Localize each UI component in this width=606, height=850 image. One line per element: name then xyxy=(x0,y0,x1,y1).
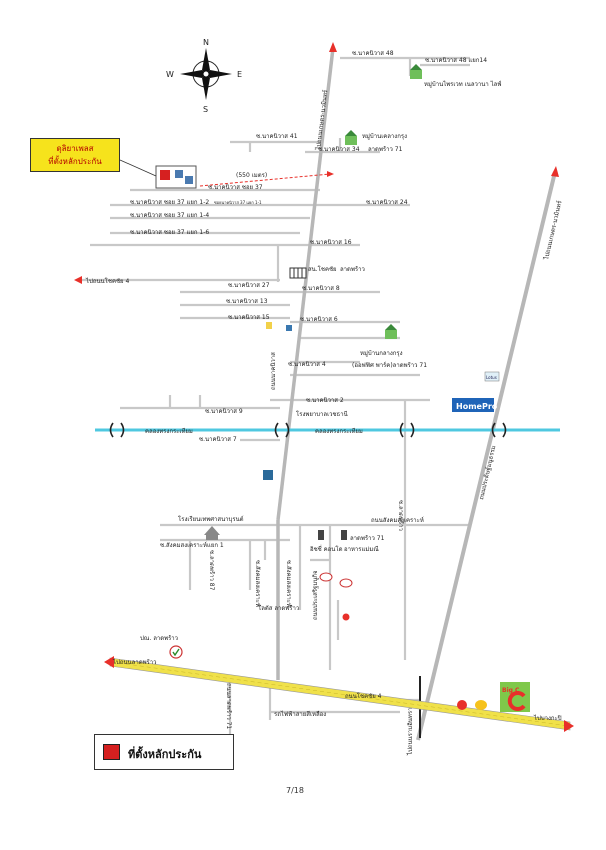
legend-swatch xyxy=(103,744,120,760)
label-soi37-1-4: ซ.นาคนิวาส ซอย 37 แยก 1-4 xyxy=(130,212,209,219)
label-hospital: โรงพยาบาลเวชธานี xyxy=(296,410,348,418)
lotus-small-label: Lotus xyxy=(486,375,497,380)
police-icon xyxy=(169,645,183,659)
label-chokchai4: ถนนโชคชัย 4 xyxy=(345,692,382,700)
label-village-mid2: หมู่บ้านกลางกรุง xyxy=(360,350,403,357)
school-icon xyxy=(289,267,307,279)
label-ladprao71-vert: ถนนลาดพร้าว 71 xyxy=(225,683,232,729)
label-soi37-1-2: ซ.นาคนิวาส ซอย 37 แยก 1-2 xyxy=(130,199,209,206)
temple-icon xyxy=(204,526,220,540)
label-school-b: ลาดพร้าว xyxy=(340,266,365,273)
label-school: สน.โชคชัย xyxy=(308,265,337,273)
callout-line2: ที่ตั้งหลักประกัน xyxy=(48,157,102,166)
label-soi-l: ซ.ลาดพร้าว xyxy=(397,500,404,531)
legend: ที่ตั้งหลักประกัน xyxy=(94,734,234,770)
label-soi7: ซ.นาคนิวาส 7 xyxy=(199,436,237,443)
label-to-lotus4: ไปถนนโชคชัย 4 xyxy=(85,277,129,285)
label-soi8: ซ.นาคนิวาส 8 xyxy=(302,285,340,292)
property-building-icon xyxy=(155,165,197,189)
compass-e: E xyxy=(237,70,242,79)
label-police: ปณ. ลาดพร้าว xyxy=(140,635,178,642)
label-temple: โรงเรียนเทพศาสนาบุรนต์ xyxy=(178,515,244,523)
label-ladprao-rd: ไปถนนลาดพร้าว xyxy=(112,658,157,666)
label-ladprao87: ซ.ลาดพร้าว 87 xyxy=(208,550,215,591)
label-village-mid1: หมู่บ้านเคลางกรุง xyxy=(362,133,407,140)
label-soi15: ซ.นาคนิวาส 15 xyxy=(228,314,270,321)
label-soi37-small: ซอยนาคนิวาส 37 แยก 1-1 xyxy=(214,200,262,205)
landmark-labels: หมู่บ้านไพรเวท เนลวานา ไลฟ์ หมู่บ้านเคลา… xyxy=(140,80,502,642)
bigc-label: Big C xyxy=(502,687,520,694)
village-icon xyxy=(345,64,422,339)
minor-roads xyxy=(80,56,470,735)
shell-logo xyxy=(319,572,487,710)
label-soi48: ซ.นาคนิวาส 48 xyxy=(352,50,394,57)
distance-label: (550 เมตร) xyxy=(236,172,267,179)
label-soi-p: ถนนประเสริฐมนูกิจ xyxy=(312,570,319,620)
label-nakniwat-road: ถนนนาคนิวาส xyxy=(270,352,277,390)
property-callout: ดุลิยาเพลส ที่ตั้งหลักประกัน xyxy=(30,138,120,172)
homepro-logo: HomePro Lotus xyxy=(452,371,500,412)
label-village-mid2b: (ออฟฟิศ พาร์ค)ลาดพร้าว 71 xyxy=(352,361,427,369)
label-soi-ladprao-left: ซ.สังคมสงเคราะห์แยก 1 xyxy=(160,541,224,549)
label-soi6: ซ.นาคนิวาส 6 xyxy=(300,316,338,323)
label-soi41: ซ.นาคนิวาส 41 xyxy=(256,133,298,140)
label-village-mid1b: ลาดพร้าว 71 xyxy=(368,146,403,153)
label-bts: รถไฟฟ้าสายสีเหลือง xyxy=(274,710,326,718)
label-soi-s: ซ.สังคมสงเคราะห์ xyxy=(254,560,262,607)
label-soi9: ซ.นาคนิวาส 9 xyxy=(205,408,243,415)
label-kaset-top: ไปถนนเกษตร-นวมินทร์ xyxy=(314,89,330,152)
chokchai-motorway xyxy=(104,656,574,732)
label-to-bangkapi: ไปบางกะปิ xyxy=(533,714,562,722)
canal xyxy=(95,422,560,438)
label-soi13: ซ.นาคนิวาส 13 xyxy=(226,298,268,305)
label-to-ramintra: ไปถนนรามอินทรา xyxy=(406,708,414,756)
label-soi16: ซ.นาคนิวาส 16 xyxy=(310,239,352,246)
label-soi4: ซ.นาคนิวาส 4 xyxy=(288,361,326,368)
compass-w: W xyxy=(166,70,174,79)
label-food: อาหารแม่มณี xyxy=(344,545,379,553)
page-number: 7/18 xyxy=(286,786,304,795)
homepro-label: HomePro xyxy=(456,402,498,411)
compass-icon: N S E W xyxy=(166,38,242,114)
left-arrow-lotus4 xyxy=(74,276,82,284)
label-sangkhom: ถนนสังคมสงเคราะห์ xyxy=(371,516,424,524)
label-condo: อิชชี่ คอนโด xyxy=(310,545,343,553)
label-soi2: ซ.นาคนิวาส 2 xyxy=(306,397,344,404)
label-mall2: โลตัส ลาดพร้าว xyxy=(258,604,299,612)
label-soi27: ซ.นาคนิวาส 27 xyxy=(228,282,270,289)
label-soi37-1-6: ซ.นาคนิวาส ซอย 37 แยก 1-6 xyxy=(130,229,209,236)
label-khlong-left: คลองทรงกระเทียม xyxy=(145,427,193,435)
compass-n: N xyxy=(203,38,209,47)
building-icon xyxy=(263,322,347,540)
label-soi37: ซ.นาคนิวาส ซอย 37 xyxy=(208,184,263,191)
nakniwat-road xyxy=(276,42,337,680)
label-soi-k: ซ.สังคมสงเคราะห์ xyxy=(285,560,293,607)
label-village-top: หมู่บ้านไพรเวท เนลวานา ไลฟ์ xyxy=(424,80,502,88)
callout-line1: ดุลิยาเพลส xyxy=(56,144,94,153)
label-soi34: ซ.นาคนิวาส 34 xyxy=(318,146,360,153)
legend-label: ที่ตั้งหลักประกัน xyxy=(128,748,202,761)
label-khlong-right: คลองทรงกระเทียม xyxy=(315,427,363,435)
label-soi24: ซ.นาคนิวาส 24 xyxy=(366,199,408,206)
compass-s: S xyxy=(203,105,208,114)
label-ladprao71-mall: ลาดพร้าว 71 xyxy=(350,535,385,542)
label-soi48-14: ซ.นาคนิวาส 48 แยก14 xyxy=(425,57,487,64)
distance-route: (550 เมตร) xyxy=(199,171,334,187)
bigc-logo: Big C xyxy=(500,682,530,712)
